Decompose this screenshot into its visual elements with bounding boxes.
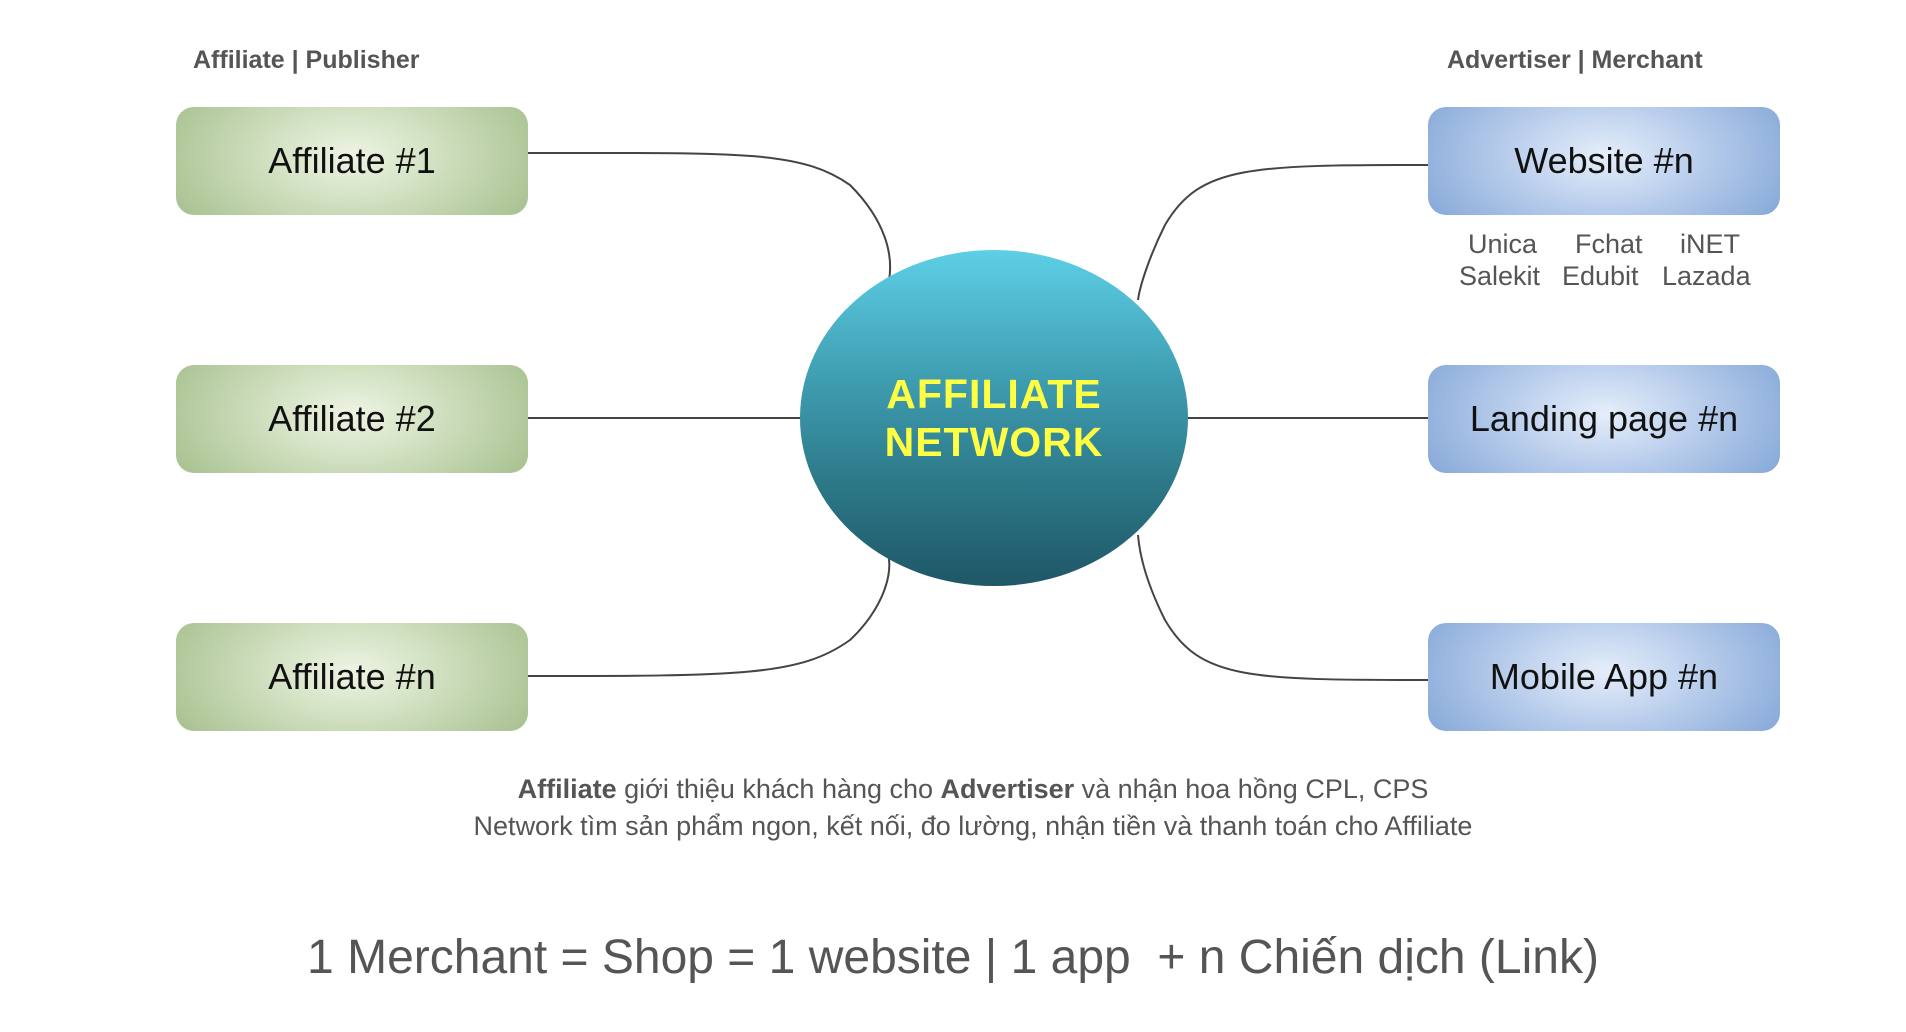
desc-text-1: giới thiệu khách hàng cho [616,774,941,804]
desc-advertiser-term: Advertiser [940,774,1075,804]
description-line-1: Affiliate giới thiệu khách hàng cho Adve… [0,774,1906,805]
brand-salekit: Salekit [1459,261,1541,291]
website-node: Website #n [1428,107,1780,215]
desc-affiliate-term: Affiliate [517,774,617,804]
brand-fchat: Fchat [1575,229,1643,259]
brand-inet: iNET [1680,229,1740,259]
hub-label-line1: AFFILIATE [886,371,1102,417]
affiliate-node-2: Affiliate #2 [176,365,528,473]
hub-label-line2: NETWORK [884,419,1104,465]
brand-lazada: Lazada [1662,261,1751,291]
affiliate-node-1: Affiliate #1 [176,107,528,215]
description-line-2: Network tìm sản phẩm ngon, kết nối, đo l… [473,811,1473,841]
brand-edubit: Edubit [1562,261,1639,291]
affiliate-publisher-header: Affiliate | Publisher [193,46,420,74]
affiliate-node-n: Affiliate #n [176,623,528,731]
desc-text-2: và nhận hoa hồng CPL, CPS [1074,774,1429,804]
connector-mobile-app [1137,534,1434,681]
landing-page-node: Landing page #n [1428,365,1780,473]
merchant-formula: 1 Merchant = Shop = 1 website | 1 app + … [307,931,1599,984]
brand-unica: Unica [1468,229,1538,259]
connector-affiliate-n [527,539,891,677]
affiliate-network-hub: AFFILIATE NETWORK [800,250,1188,586]
connector-affiliate-1 [527,151,892,296]
mobile-app-node: Mobile App #n [1428,623,1780,731]
connector-website [1137,164,1434,301]
advertiser-merchant-header: Advertiser | Merchant [1447,46,1703,74]
